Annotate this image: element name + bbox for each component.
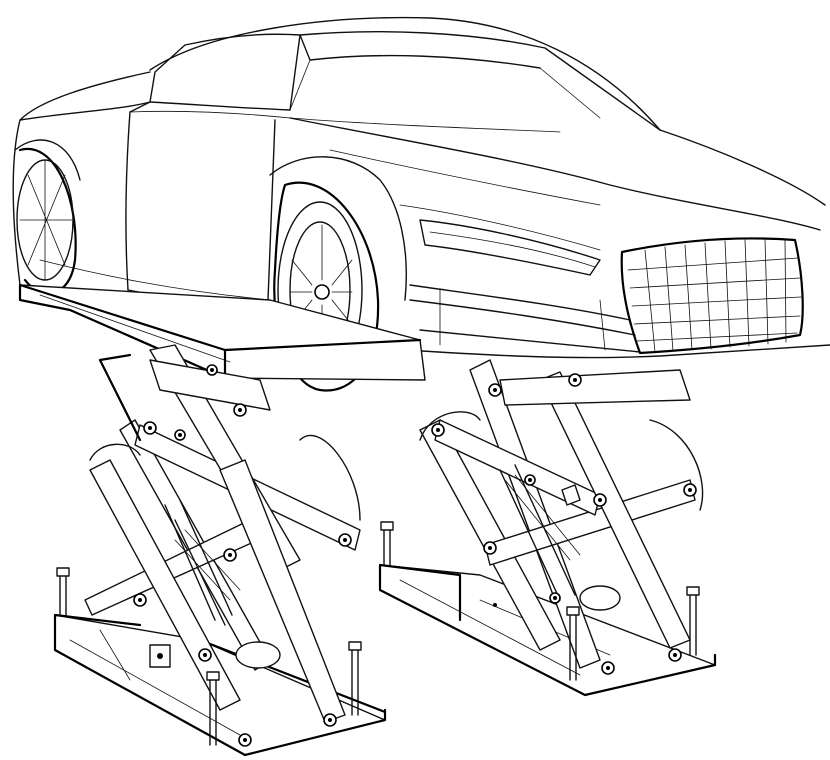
- car-body-outline: [12, 71, 151, 291]
- left-pivot-pins: [133, 364, 352, 747]
- left-hydraulic-cylinder: [164, 499, 233, 626]
- left-scissor-lift: [53, 344, 387, 757]
- car-door-line: [127, 101, 276, 313]
- left-support-posts: [56, 567, 362, 746]
- car-windshield: [299, 30, 661, 131]
- right-scissor-arm-a: [469, 359, 601, 669]
- car-hood: [289, 117, 826, 231]
- car-front-bumper: [404, 284, 830, 359]
- car-grille: [620, 237, 804, 355]
- car-rear-wheel: [16, 147, 77, 295]
- car-front-fender: [269, 156, 407, 301]
- left-scissor-arm-f: [219, 459, 346, 723]
- right-hydraulic-cylinder: [499, 464, 576, 601]
- right-support-posts: [380, 521, 700, 681]
- left-scissor-arm-e: [89, 459, 241, 711]
- right-scissor-lift: [378, 359, 717, 697]
- car-side-window: [149, 33, 301, 111]
- right-scissor-arm-f: [499, 369, 691, 406]
- right-scissor-arm-b: [419, 419, 561, 651]
- car-roof: [149, 16, 661, 131]
- left-runway: [18, 283, 426, 381]
- right-pivot-pins: [431, 373, 697, 675]
- car: [12, 16, 830, 392]
- car-headlight: [419, 219, 601, 276]
- car-rear-fender: [14, 139, 81, 181]
